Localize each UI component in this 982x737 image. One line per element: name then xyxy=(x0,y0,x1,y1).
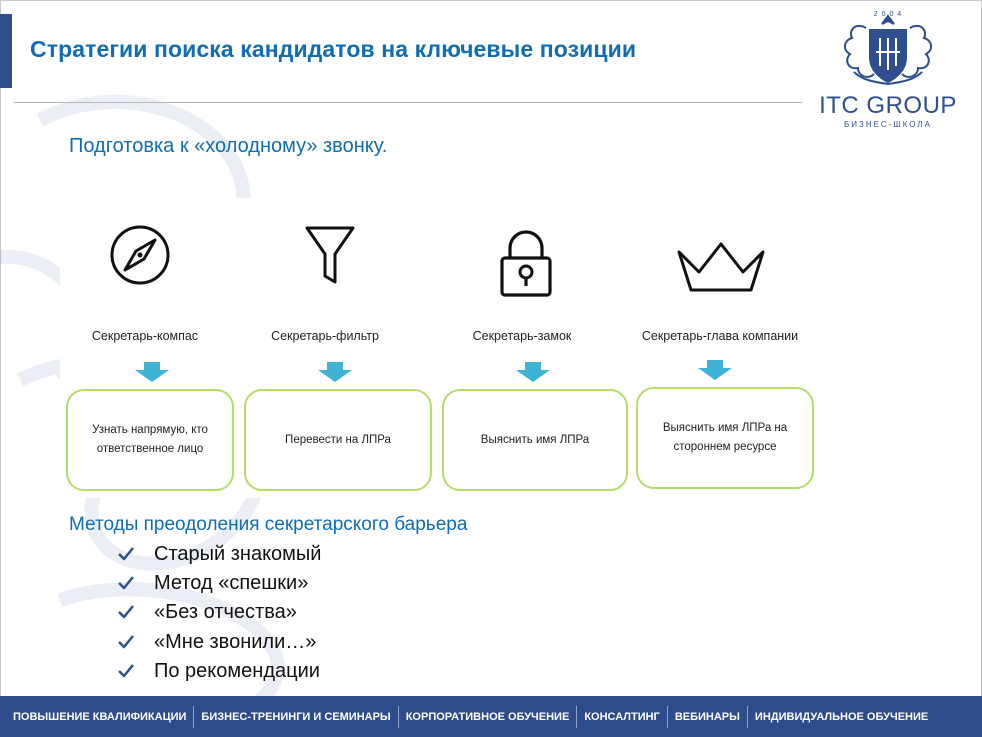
down-arrow-icon xyxy=(135,362,169,382)
logo-subtitle: БИЗНЕС-ШКОЛА xyxy=(843,120,932,129)
strategy-action-card: Выяснить имя ЛПРа на стороннем ресурсе xyxy=(636,387,814,489)
crest-icon xyxy=(844,14,932,86)
strategy-label-lock: Секретарь-замок xyxy=(472,329,572,343)
footer-separator xyxy=(397,705,399,728)
footer-menu: ПОВЫШЕНИЕ КВАЛИФИКАЦИИ БИЗНЕС-ТРЕНИНГИ И… xyxy=(6,696,935,737)
strategies-diagram: Секретарь-компас Секретарь-фильтр Секрет… xyxy=(60,198,820,498)
slide-subtitle: Подготовка к «холодному» звонку. xyxy=(69,135,388,157)
strategy-label-head: Секретарь-глава компании xyxy=(641,329,799,343)
itc-group-logo: 2 0 0 4 ITC GROUP БИЗНЕС-ШКОЛА xyxy=(812,8,964,132)
footer-item-qualification[interactable]: ПОВЫШЕНИЕ КВАЛИФИКАЦИИ xyxy=(13,710,187,723)
footer-item-trainings[interactable]: БИЗНЕС-ТРЕНИНГИ И СЕМИНАРЫ xyxy=(201,710,391,723)
method-item-label: «Мне звонили…» xyxy=(154,631,317,653)
footer-item-individual[interactable]: ИНДИВИДУАЛЬНОЕ ОБУЧЕНИЕ xyxy=(754,710,929,723)
down-arrow-icon xyxy=(516,362,550,382)
footer-separator xyxy=(193,705,195,728)
footer-item-webinars[interactable]: ВЕБИНАРЫ xyxy=(674,710,740,723)
checkmark-icon xyxy=(118,547,134,561)
crown-icon xyxy=(677,242,765,292)
logo-year: 2 0 0 4 xyxy=(873,11,903,18)
method-item-label: Старый знакомый xyxy=(154,543,322,565)
footer-item-corporate[interactable]: КОРПОРАТИВНОЕ ОБУЧЕНИЕ xyxy=(405,710,570,723)
title-accent-bar xyxy=(0,14,12,88)
strategy-action-card: Узнать напрямую, кто ответственное лицо xyxy=(66,389,234,491)
footer-separator xyxy=(576,705,578,728)
checkmark-icon xyxy=(118,635,134,649)
slide-title: Стратегии поиска кандидатов на ключевые … xyxy=(30,36,637,62)
down-arrow-icon xyxy=(318,362,352,382)
checkmark-icon xyxy=(118,605,134,619)
strategy-label-compass: Секретарь-компас xyxy=(91,329,199,343)
footer-item-consulting[interactable]: КОНСАЛТИНГ xyxy=(584,710,660,723)
lock-icon xyxy=(500,230,552,297)
title-divider xyxy=(14,102,802,103)
method-item-label: Метод «спешки» xyxy=(154,572,309,594)
funnel-icon xyxy=(305,226,355,284)
logo-name: ITC GROUP xyxy=(819,92,957,119)
method-item-label: «Без отчества» xyxy=(154,601,297,623)
strategy-label-filter: Секретарь-фильтр xyxy=(271,329,379,343)
strategy-action-card: Выяснить имя ЛПРа xyxy=(442,389,628,491)
checkmark-icon xyxy=(118,576,134,590)
footer-separator xyxy=(666,705,668,728)
down-arrow-icon xyxy=(698,360,732,380)
method-item-label: По рекомендации xyxy=(154,660,320,682)
methods-heading: Методы преодоления секретарского барьера xyxy=(69,514,468,535)
footer-separator xyxy=(746,705,748,728)
checkmark-icon xyxy=(118,664,134,678)
strategy-action-card: Перевести на ЛПРа xyxy=(244,389,432,491)
footer-bar: ПОВЫШЕНИЕ КВАЛИФИКАЦИИ БИЗНЕС-ТРЕНИНГИ И… xyxy=(0,696,982,737)
compass-icon xyxy=(110,225,170,285)
